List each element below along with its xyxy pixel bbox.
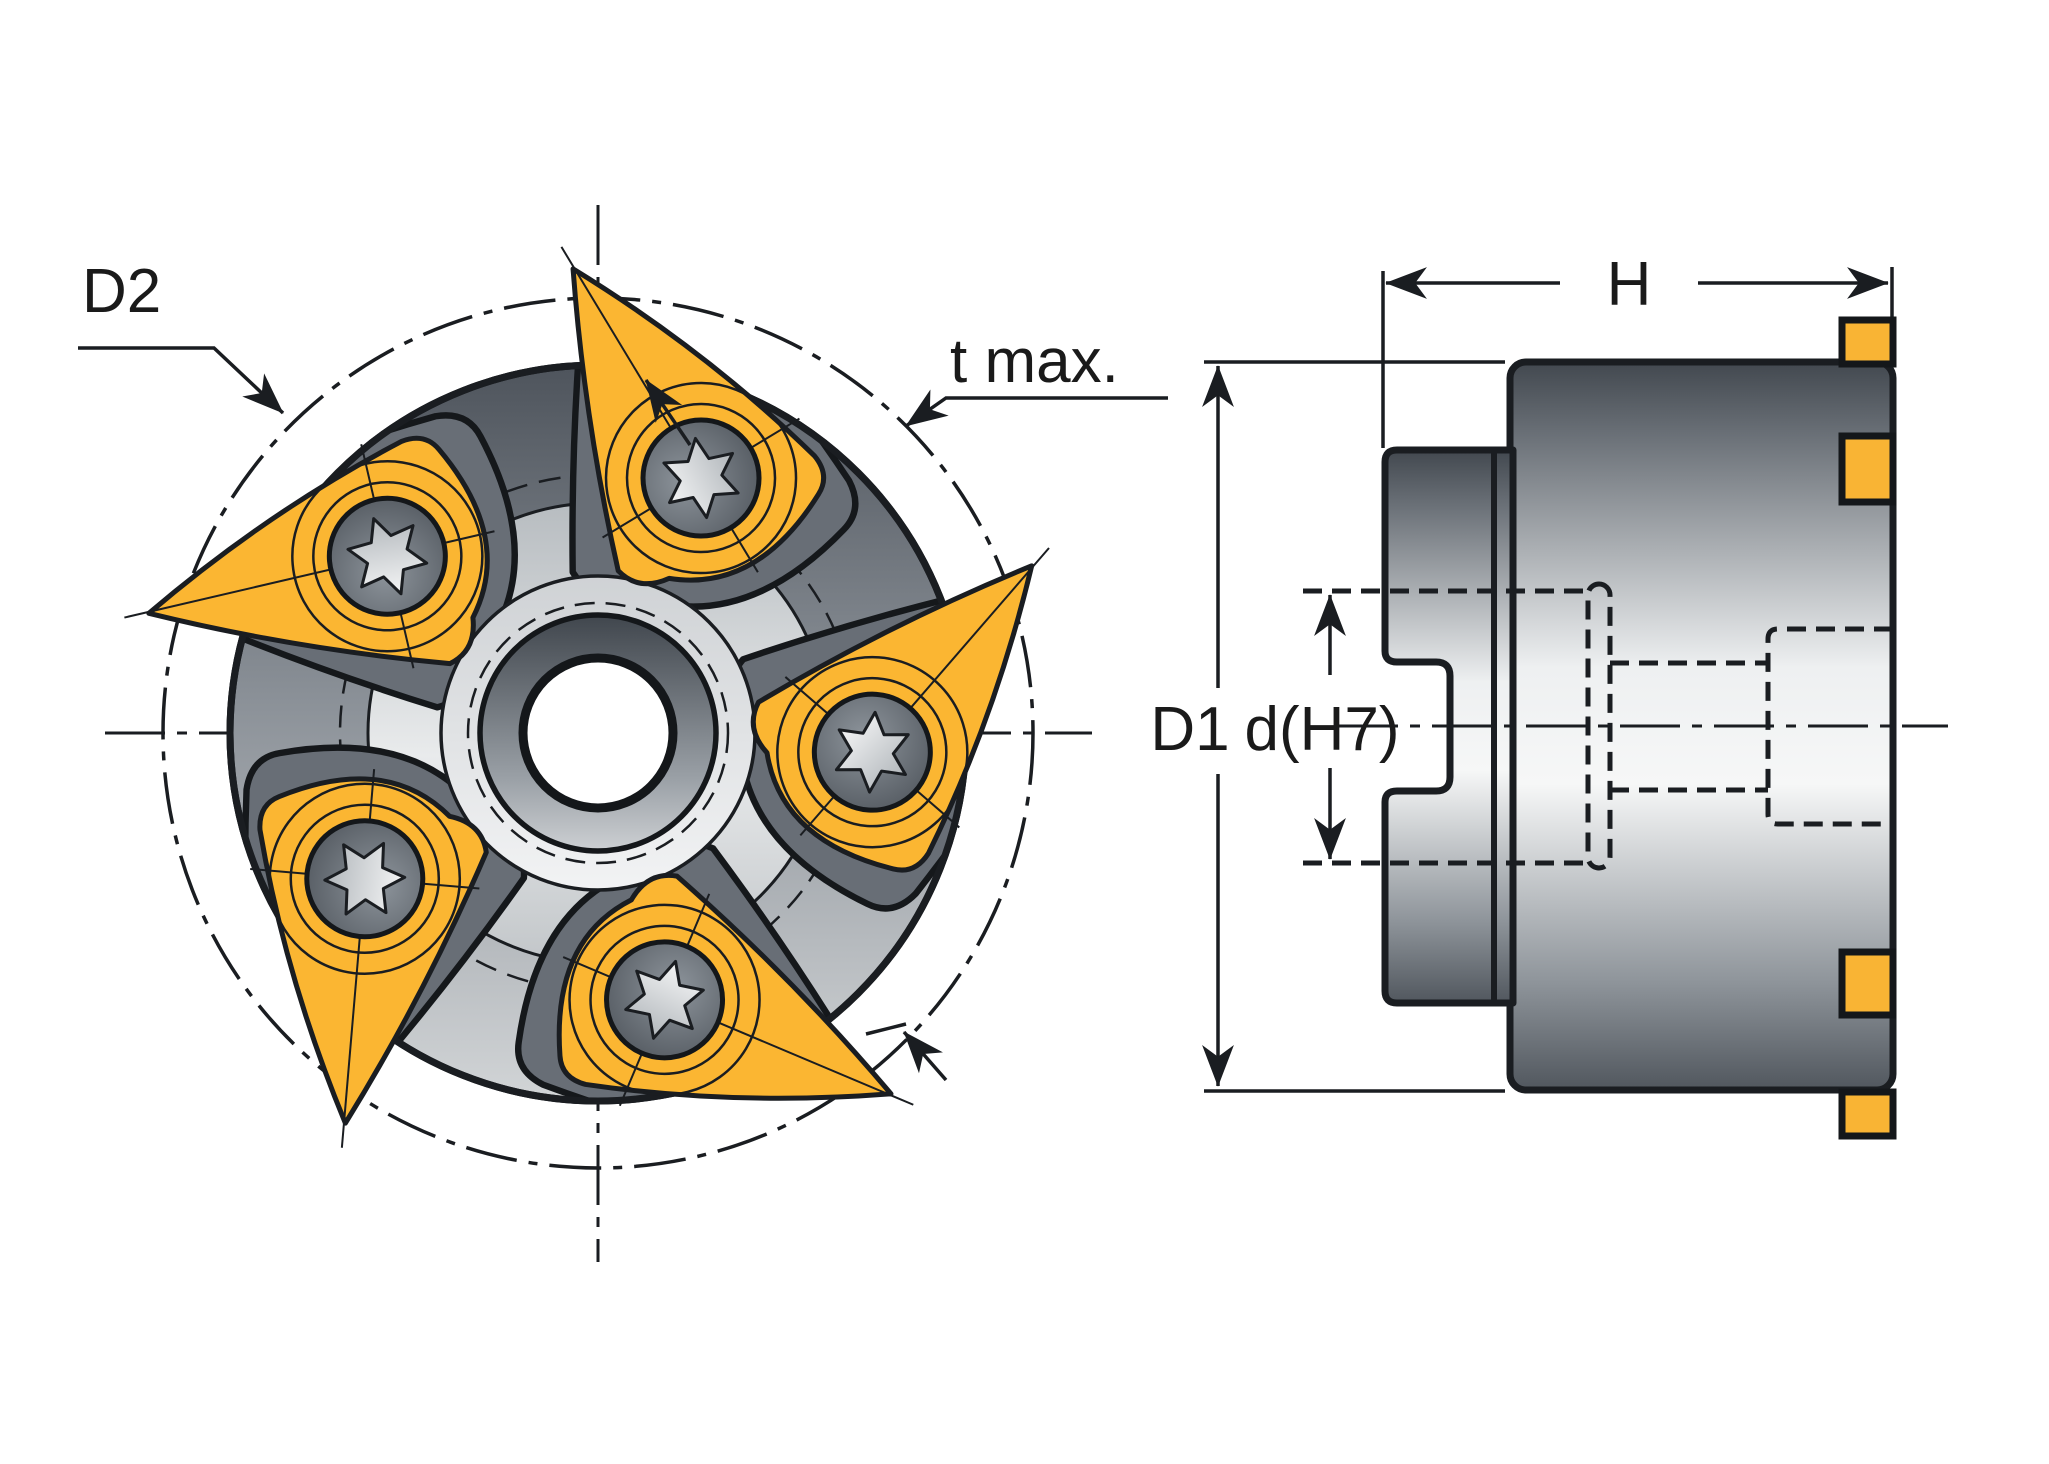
insert-side-3	[1838, 948, 1897, 1019]
tmax-tick	[865, 1022, 907, 1036]
insert-side-2	[1838, 432, 1897, 506]
hidden-circle-inner	[466, 601, 730, 865]
dim-d1: D1	[1150, 360, 1505, 1093]
label-h: H	[1607, 250, 1652, 319]
side-view: H D1	[1150, 250, 1948, 1140]
tmax-callout: t max.	[644, 327, 1168, 1082]
dim-dh7: d(H7)	[1244, 594, 1400, 860]
tmax-tick-arrow	[902, 1030, 948, 1082]
d2-leader-arrow	[78, 346, 285, 415]
center-bore	[518, 653, 678, 813]
tmax-leader-arrow	[904, 389, 1168, 428]
insert-side-4	[1838, 1088, 1897, 1140]
label-t-max: t max.	[950, 327, 1119, 396]
tmax-inner-arrow	[644, 379, 692, 446]
label-d-h7: d(H7)	[1244, 695, 1399, 764]
insert-side-1	[1838, 316, 1897, 368]
keyway-hidden-outline	[1585, 581, 1613, 871]
d2-callout: D2	[78, 257, 285, 415]
label-d2: D2	[82, 257, 161, 326]
side-inserts	[1838, 316, 1897, 1140]
dim-h: H	[1381, 250, 1894, 448]
label-d1: D1	[1150, 695, 1229, 764]
front-view: D2 t max.	[78, 205, 1168, 1262]
